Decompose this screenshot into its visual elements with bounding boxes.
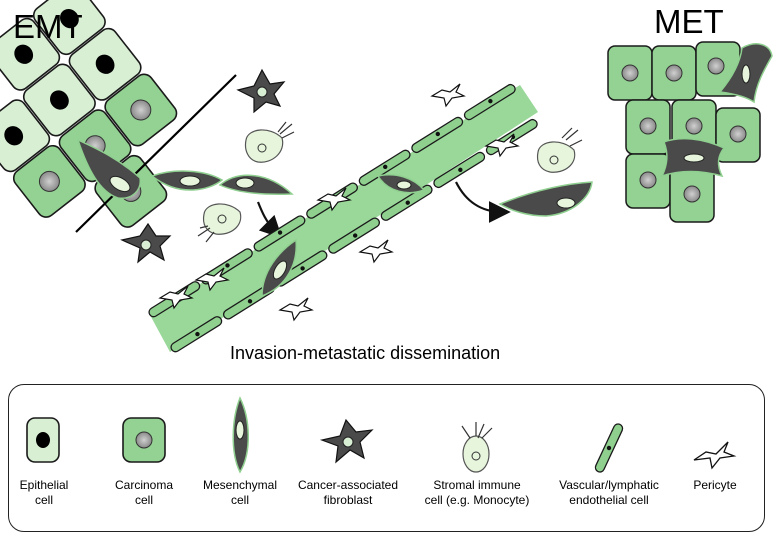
mesenchymal-cell: [150, 170, 224, 191]
legend-text-line: Mesenchymal: [202, 478, 278, 492]
legend-endothelial-icon: [594, 423, 624, 473]
intravasation-arrow: [256, 201, 283, 239]
carcinoma-cell: [607, 45, 653, 101]
legend-text-line: Pericyte: [693, 478, 737, 492]
invasion-caption: Invasion-metastatic dissemination: [230, 343, 501, 363]
legend-text-line: Carcinoma: [114, 478, 174, 492]
emt-tissue: [0, 0, 178, 228]
legend-label-carcinoma: Carcinoma cell: [112, 478, 176, 508]
vessel: [148, 83, 538, 353]
legend-text-line: cell: [134, 493, 153, 507]
carcinoma-cell: [104, 73, 178, 147]
legend-text-line: Epithelial: [19, 478, 69, 492]
extravasated-mesenchymal-cell: [498, 181, 593, 217]
legend-panel: [8, 384, 765, 532]
legend-text-line: fibroblast: [323, 493, 373, 507]
epithelial-cell: [68, 27, 142, 101]
legend-label-endothelial: Vascular/lymphatic endothelial cell: [548, 478, 670, 508]
legend-text-line: Vascular/lymphatic: [559, 478, 659, 492]
legend-carcinoma-icon: [122, 417, 166, 463]
legend-mesenchymal-icon: [232, 396, 249, 474]
cancer-associated-fibroblast: [236, 68, 286, 114]
legend-text-line: cell: [34, 493, 53, 507]
emt-label: EMT: [13, 8, 83, 45]
carcinoma-cell: [12, 144, 86, 218]
epithelial-cell: [22, 63, 96, 137]
epithelial-cell: [32, 0, 106, 56]
carcinoma-cell: [669, 167, 715, 223]
legend-label-caf: Cancer-associated fibroblast: [290, 478, 406, 508]
legend-label-immune: Stromal immune cell (e.g. Monocyte): [410, 478, 544, 508]
legend-epithelial-icon: [26, 417, 60, 463]
legend-text-line: Stromal immune: [433, 478, 521, 492]
legend-text-line: Cancer-associated: [297, 478, 399, 492]
circulating-mesenchymal-cell: [261, 238, 297, 298]
met-tissue: [607, 41, 773, 223]
endothelial-line-bottom: [170, 118, 538, 353]
stromal-immune-cell: [197, 203, 242, 243]
legend-text-line: endothelial cell: [569, 493, 649, 507]
basement-membrane: [75, 74, 237, 233]
extravasation-arrow: [455, 181, 511, 223]
pericyte: [158, 83, 520, 322]
epithelial-cell: [0, 99, 51, 173]
legend-label-mesenchymal: Mesenchymal cell: [200, 478, 280, 508]
epithelial-cell: [0, 17, 61, 91]
mesenchymal-cell: [718, 43, 773, 104]
legend-text-line: cell (e.g. Monocyte): [424, 493, 530, 507]
mesenchymal-cell: [76, 138, 141, 199]
circulating-mesenchymal-cell: [376, 174, 426, 194]
carcinoma-cell: [651, 45, 697, 101]
mesenchymal-cell: [660, 137, 726, 178]
legend-label-pericyte: Pericyte: [680, 478, 750, 493]
met-label: MET: [654, 3, 724, 40]
carcinoma-cell: [625, 153, 671, 209]
legend-text-line: cell: [230, 493, 249, 507]
carcinoma-cell: [715, 107, 761, 163]
cancer-associated-fibroblast: [120, 222, 172, 264]
legend-pericyte-icon: [693, 441, 737, 470]
stromal-immune-cell: [536, 127, 583, 173]
carcinoma-cell: [625, 99, 671, 155]
mesenchymal-cell: [218, 174, 294, 196]
stromal-immune-cell: [244, 121, 295, 163]
legend-caf-icon: [319, 418, 374, 464]
legend-label-epithelial: Epithelial cell: [15, 478, 73, 508]
legend-immune-icon: [461, 422, 493, 473]
